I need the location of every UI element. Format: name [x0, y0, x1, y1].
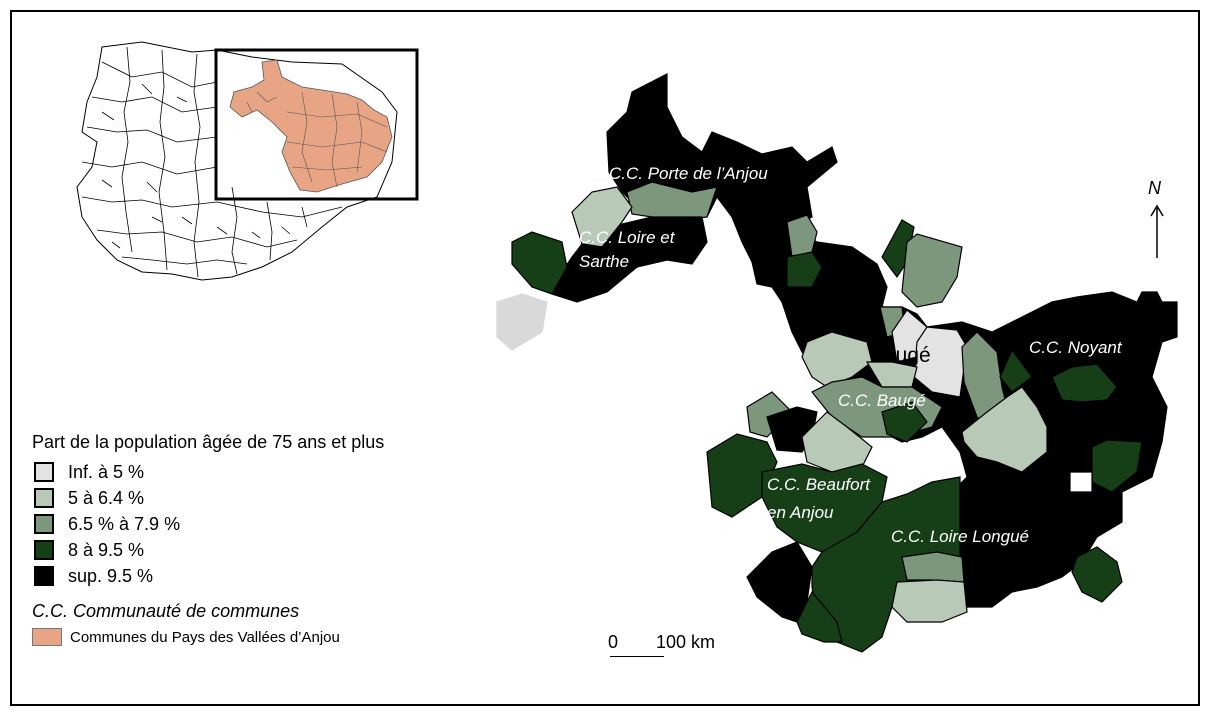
- commune-green-north-b: [901, 233, 963, 308]
- commune-light-green-east: [961, 386, 1048, 473]
- legend-pays-label: Communes du Pays des Vallées d’Anjou: [70, 628, 340, 646]
- label-cc-loire-sarthe-line2: Sarthe: [579, 252, 630, 271]
- legend-item: 5 à 6.4 %: [32, 485, 384, 511]
- commune-dark-green-loire-sarthe: [511, 231, 568, 295]
- commune-inf-5-west: [496, 293, 548, 351]
- commune-dark-green-east-c: [1071, 546, 1123, 603]
- legend-title: Part de la population âgée de 75 ans et …: [32, 432, 385, 452]
- scale-bar-line: [610, 656, 664, 657]
- legend-label: Inf. à 5 %: [68, 461, 145, 482]
- commune-green-loire-longue: [901, 551, 965, 583]
- legend-item: Inf. à 5 %: [32, 459, 384, 485]
- commune-light-green-loire-longue: [891, 579, 968, 623]
- map-canvas: [76, 41, 1178, 653]
- legend-label: 6.5 % à 7.9 %: [68, 513, 181, 534]
- label-cc-bauge: C.C. Baugé: [838, 391, 926, 410]
- commune-dark-green-east-a: [999, 348, 1033, 393]
- commune-green-north-a: [786, 214, 818, 258]
- legend-pays-swatch: [32, 628, 62, 646]
- label-cc-porte-anjou: C.C. Porte de l’Anjou: [609, 164, 768, 183]
- label-cc-noyant: C.C. Noyant: [1029, 338, 1122, 357]
- inset-locator-box: [214, 48, 419, 201]
- map-frame: C.C. Porte de l’Anjou C.C. Loire et Sart…: [10, 10, 1200, 706]
- commune-light-green-west: [801, 411, 873, 473]
- legend-item: 8 à 9.5 %: [32, 537, 384, 563]
- legend-label: sup. 9.5 %: [68, 565, 154, 586]
- scale-bar-distance: 100 km: [656, 632, 716, 652]
- legend: Part de la population âgée de 75 ans et …: [32, 432, 384, 646]
- commune-light-green-bauge-b: [865, 361, 918, 388]
- legend-label: 8 à 9.5 %: [68, 539, 145, 560]
- commune-dark-green-southwest: [796, 590, 843, 643]
- north-arrow-icon: [1150, 204, 1164, 258]
- legend-pays-item: Communes du Pays des Vallées d’Anjou: [32, 628, 384, 646]
- commune-dark-green-noyant: [1051, 363, 1118, 403]
- label-bauge-town: Baugé: [870, 344, 931, 367]
- label-cc-loire-longue: C.C. Loire Longué: [891, 527, 1029, 546]
- commune-light-green-bauge: [801, 331, 873, 388]
- legend-classes: Inf. à 5 % 5 à 6.4 % 6.5 % à 7.9 % 8 à 9…: [32, 459, 384, 589]
- commune-green-porte: [626, 181, 718, 221]
- legend-swatch: [34, 566, 54, 586]
- inset-map: [76, 41, 419, 281]
- commune-black-southwest: [746, 541, 813, 623]
- label-cc-loire-sarthe-line1: C.C. Loire et: [579, 228, 675, 247]
- legend-swatch: [34, 462, 54, 482]
- commune-dark-green-north-a: [786, 251, 823, 288]
- label-cc-beaufort-line2: en Anjou: [767, 503, 834, 522]
- legend-swatch: [34, 488, 54, 508]
- north-label: N: [1148, 178, 1161, 198]
- choropleth-map: [496, 73, 1178, 653]
- legend-label: 5 à 6.4 %: [68, 487, 145, 508]
- legend-swatch: [34, 540, 54, 560]
- legend-item: 6.5 % à 7.9 %: [32, 511, 384, 537]
- commune-dark-green-bauge: [881, 401, 928, 443]
- commune-white-hole: [1069, 471, 1093, 493]
- legend-cc-definition: C.C. Communauté de communes: [32, 601, 300, 621]
- legend-swatch: [34, 514, 54, 534]
- legend-item: sup. 9.5 %: [32, 563, 384, 589]
- scale-bar-zero: 0: [608, 632, 619, 652]
- inset-pays-vallees-anjou: [229, 59, 393, 193]
- label-cc-beaufort-line1: C.C. Beaufort: [767, 475, 870, 494]
- north-arrow: N: [1146, 178, 1170, 258]
